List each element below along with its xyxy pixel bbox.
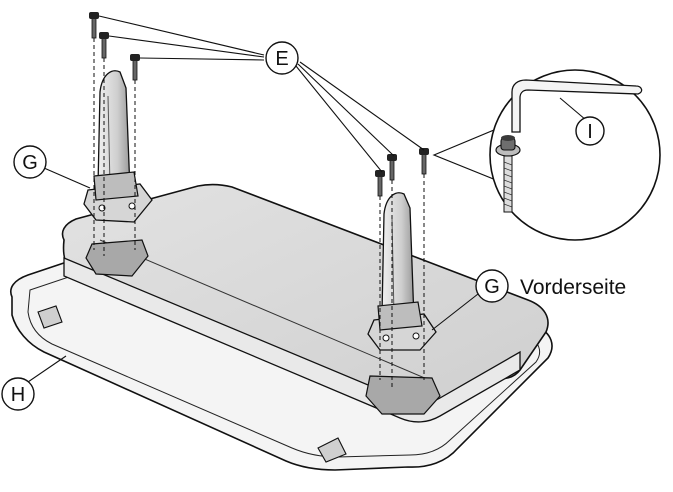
base-groove bbox=[99, 239, 435, 383]
left-post-rib bbox=[107, 95, 111, 187]
callout-i-label: I bbox=[587, 121, 593, 143]
stand-base bbox=[10, 183, 553, 471]
right-post-rib bbox=[391, 217, 395, 317]
screw-1 bbox=[89, 12, 99, 39]
foot-slot-front bbox=[317, 437, 347, 463]
hex-key-icon bbox=[511, 79, 643, 133]
zoom-pointer bbox=[432, 129, 497, 181]
right-pedestal-collar bbox=[377, 301, 423, 331]
zoom-circle bbox=[489, 69, 661, 241]
screw-2 bbox=[99, 32, 109, 59]
screws bbox=[89, 12, 429, 197]
right-hole-1 bbox=[382, 334, 390, 342]
right-hole-2 bbox=[412, 332, 420, 340]
screw-6 bbox=[419, 148, 429, 175]
screw-4 bbox=[375, 170, 385, 197]
callout-g-left-label: G bbox=[22, 152, 38, 174]
zoom-inset: I bbox=[432, 69, 661, 241]
right-pedestal bbox=[367, 192, 437, 351]
callout-g-left: G bbox=[13, 145, 91, 189]
foot-slot-left bbox=[37, 305, 63, 329]
screw-5 bbox=[387, 154, 397, 181]
left-pedestal-collar bbox=[93, 171, 139, 201]
callout-h: H bbox=[1, 355, 67, 411]
screw-3 bbox=[130, 54, 140, 81]
callout-e: E bbox=[265, 41, 299, 75]
callout-e-label: E bbox=[275, 48, 288, 70]
callout-h-label: H bbox=[11, 384, 25, 406]
front-side-caption: Vorderseite bbox=[520, 276, 626, 299]
guide-lines bbox=[93, 38, 425, 390]
callout-g-right: G bbox=[431, 269, 509, 331]
screw-closeup-icon bbox=[495, 135, 521, 213]
left-hole-2 bbox=[128, 202, 136, 210]
leader-lines-e bbox=[98, 15, 425, 173]
left-mount-recess bbox=[85, 239, 149, 277]
right-mount-recess bbox=[365, 375, 441, 415]
leader-line-i bbox=[559, 97, 587, 121]
callout-g-right-label: G bbox=[484, 276, 500, 298]
callout-i: I bbox=[575, 116, 605, 146]
